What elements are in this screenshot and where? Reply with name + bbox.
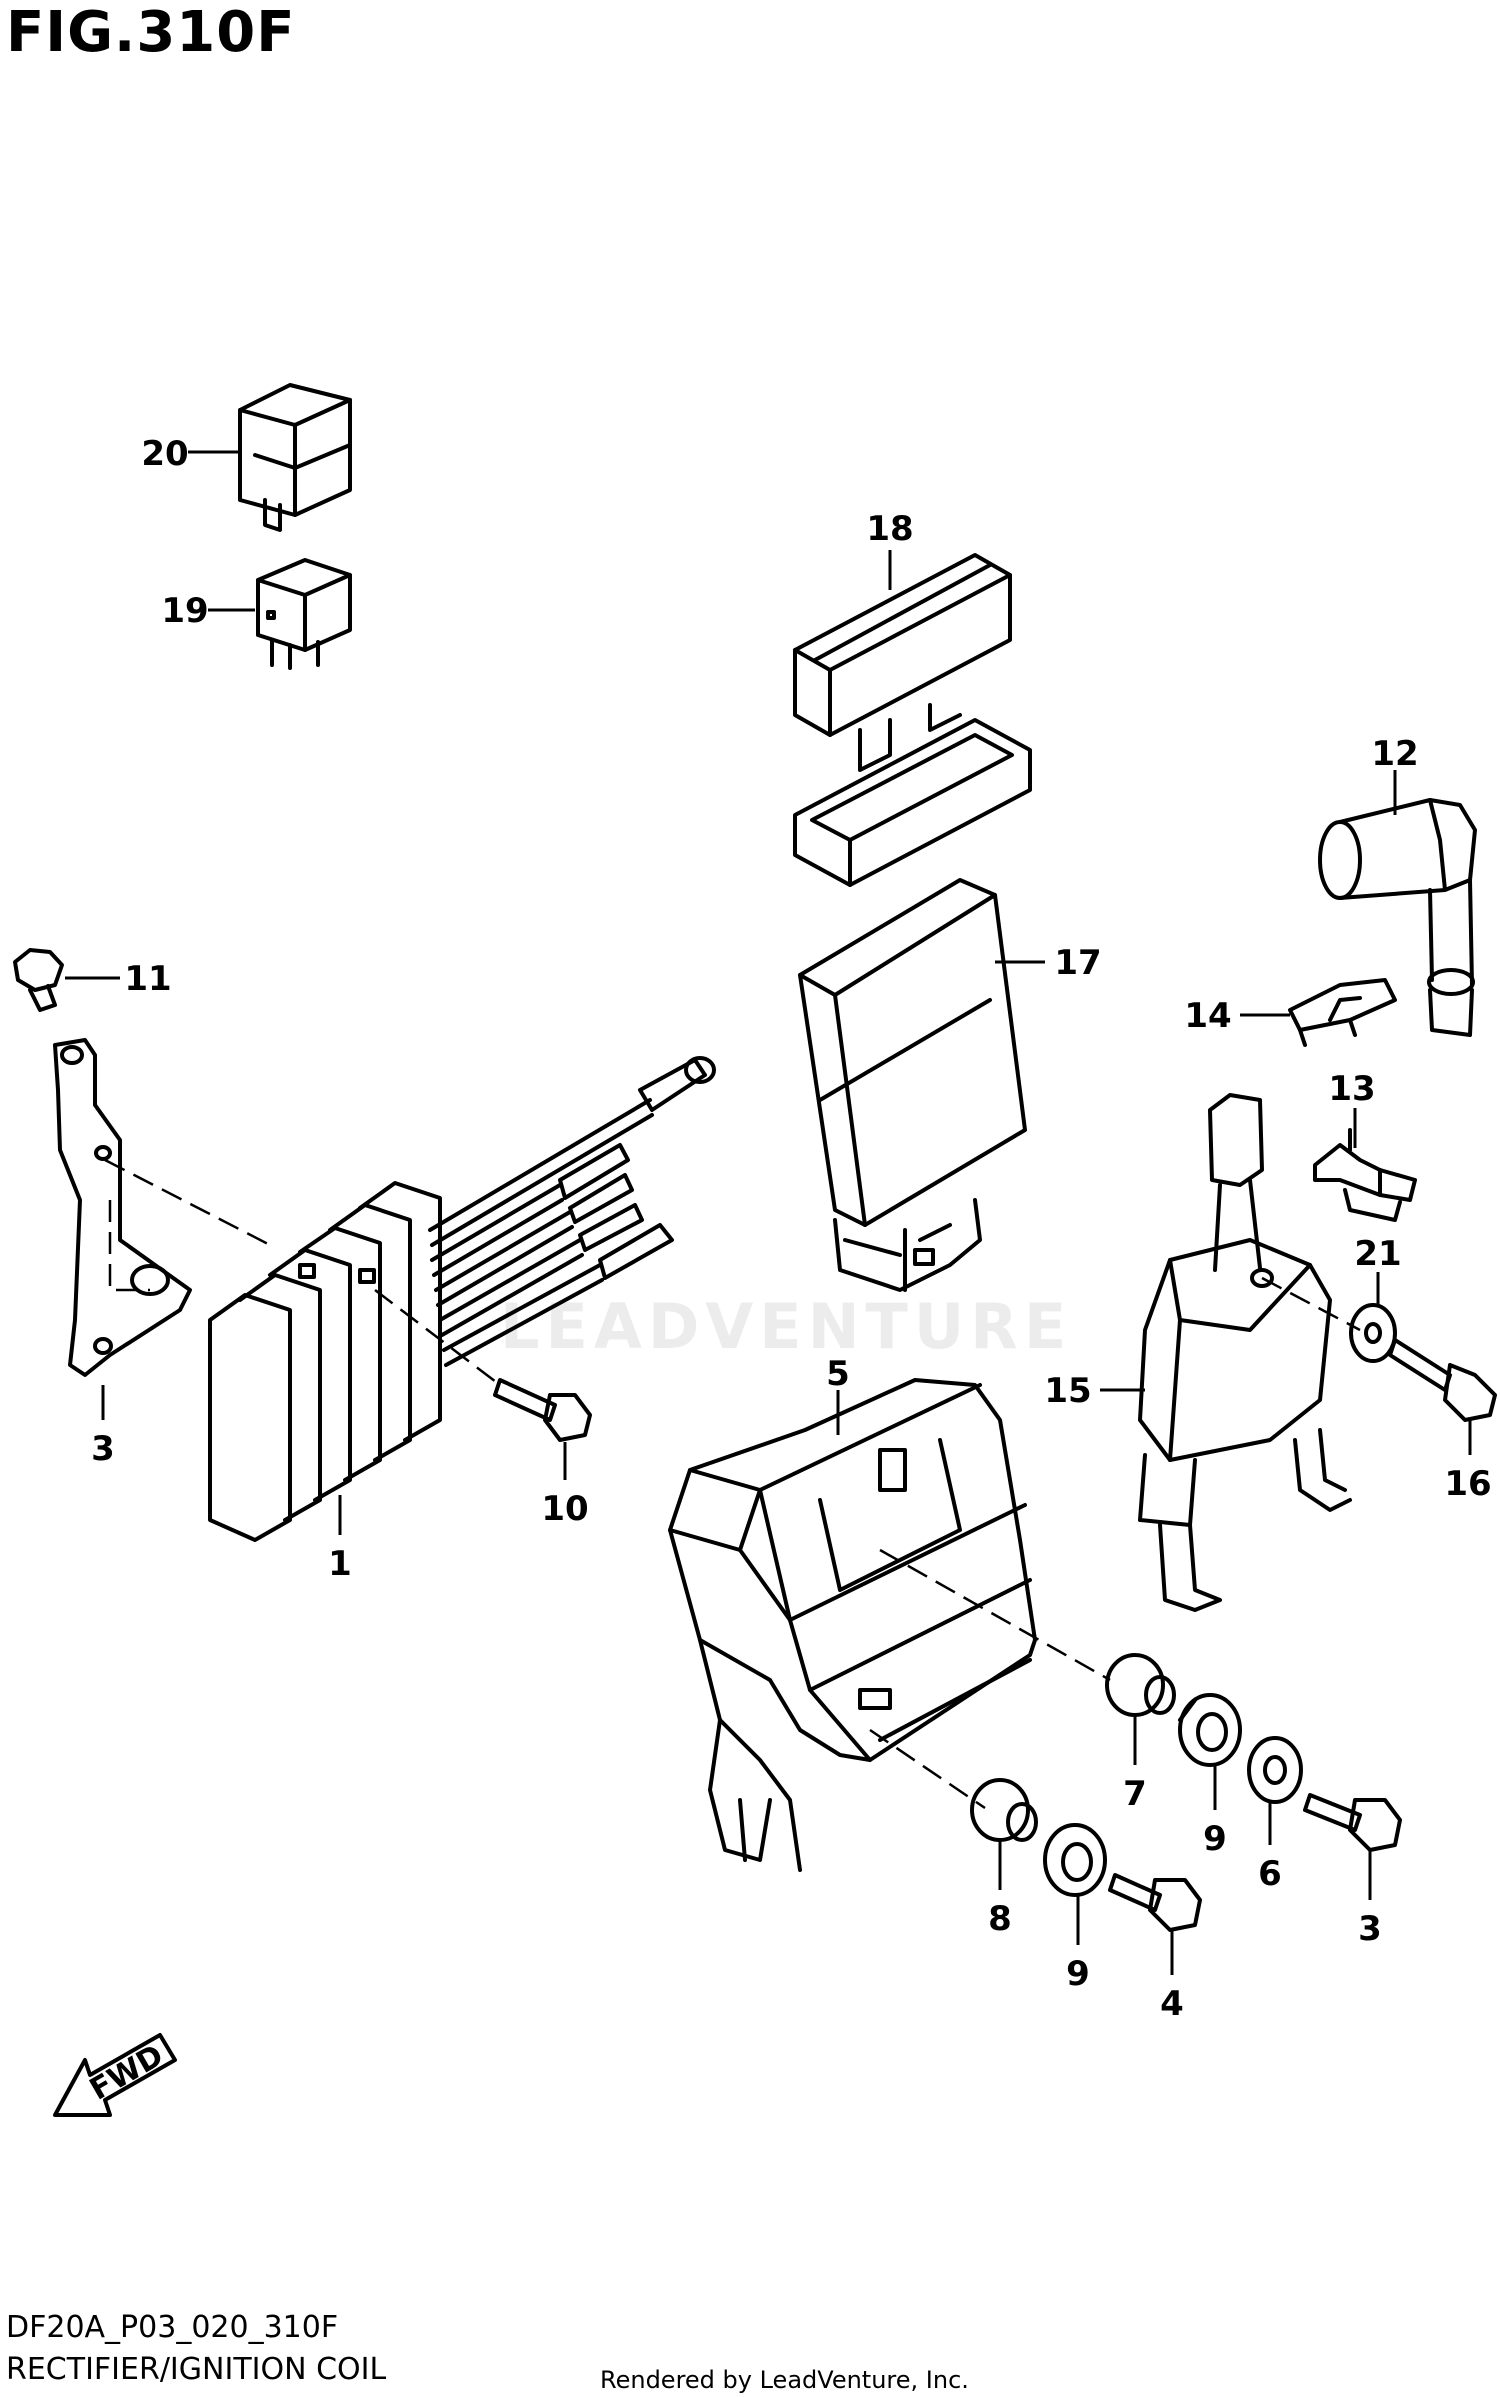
part-4-bolt xyxy=(1108,1873,1202,1932)
part-12-plug-cap xyxy=(1318,798,1477,1037)
callout-16: 16 xyxy=(1444,1464,1491,1504)
figure-title: FIG.310F xyxy=(6,0,296,65)
part-19-relay xyxy=(256,558,352,670)
callout-13: 13 xyxy=(1328,1069,1375,1109)
callout-12: 12 xyxy=(1371,734,1418,774)
callout-8: 8 xyxy=(988,1899,1012,1939)
part-6-washer xyxy=(1247,1736,1303,1804)
callout-6: 6 xyxy=(1258,1854,1282,1894)
figure-caption: RECTIFIER/IGNITION COIL xyxy=(6,2352,387,2387)
part-17-ecu xyxy=(798,878,1027,1292)
callout-2: 3 xyxy=(91,1429,115,1469)
callout-20: 20 xyxy=(141,434,188,474)
callout-9b: 9 xyxy=(1066,1954,1090,1994)
drawing-code: DF20A_P03_020_310F xyxy=(6,2310,339,2345)
callout-19: 19 xyxy=(161,591,208,631)
part-15-ignition-coil xyxy=(1138,1093,1352,1612)
fwd-label: FWD xyxy=(84,2038,169,2108)
callout-21: 21 xyxy=(1354,1234,1401,1274)
part-9b-grommet xyxy=(1043,1823,1107,1897)
callout-9a: 9 xyxy=(1203,1819,1227,1859)
callout-17: 17 xyxy=(1054,943,1101,983)
part-18-cover xyxy=(793,553,1032,887)
part-9a-grommet xyxy=(1178,1693,1242,1767)
part-14-clamp xyxy=(1288,978,1397,1047)
callout-3: 3 xyxy=(1358,1909,1382,1949)
callout-10: 10 xyxy=(541,1489,588,1529)
part-8-collar xyxy=(970,1778,1038,1842)
part-13-clamp xyxy=(1313,1128,1417,1222)
watermark: LEADVENTURE xyxy=(500,1290,1073,1363)
rendered-by: Rendered by LeadVenture, Inc. xyxy=(600,2366,969,2394)
part-2-bracket xyxy=(53,1038,192,1377)
callout-18: 18 xyxy=(866,509,913,549)
callout-4: 4 xyxy=(1160,1984,1184,2024)
callout-1: 1 xyxy=(328,1544,352,1584)
callout-15: 15 xyxy=(1044,1371,1091,1411)
part-16-bolt xyxy=(1388,1338,1497,1422)
callout-5: 5 xyxy=(826,1354,850,1394)
part-11-bolt xyxy=(13,948,64,1012)
callout-7: 7 xyxy=(1123,1774,1147,1814)
part-7-collar xyxy=(1105,1653,1176,1717)
callout-14: 14 xyxy=(1184,996,1231,1036)
part-20-relay xyxy=(238,383,352,532)
callout-11: 11 xyxy=(124,959,171,999)
part-3-bolt xyxy=(1303,1793,1402,1852)
part-5-bracket xyxy=(668,1378,1037,1872)
rectifier-wires xyxy=(428,1056,716,1367)
part-10-bolt xyxy=(493,1378,592,1442)
fwd-arrow-icon xyxy=(53,2033,177,2117)
part-21-washer xyxy=(1349,1303,1397,1363)
part-1-rectifier xyxy=(208,1181,442,1542)
